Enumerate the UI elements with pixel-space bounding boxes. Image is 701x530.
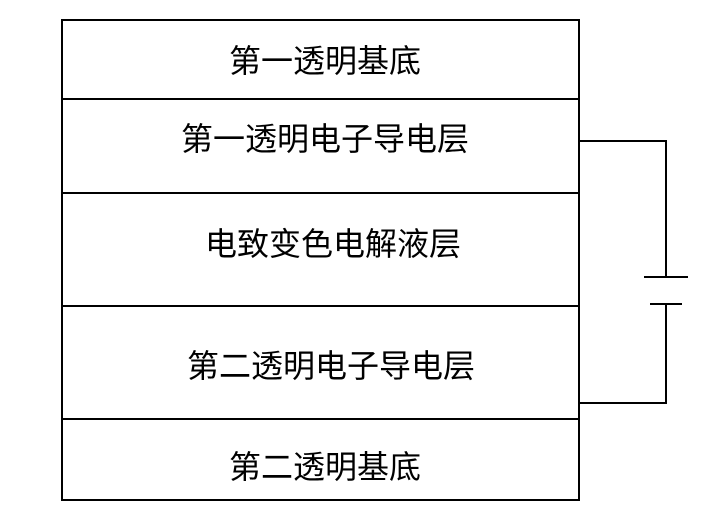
upper-wire xyxy=(579,140,667,277)
layer-electrochromic-electrolyte: 电致变色电解液层 xyxy=(61,192,580,307)
layer-first-transparent-substrate: 第一透明基底 xyxy=(61,19,580,100)
layer-second-transparent-substrate-label: 第二透明基底 xyxy=(229,448,421,486)
lower-wire xyxy=(579,304,667,404)
layer-first-transparent-conductive-box xyxy=(61,98,580,194)
layer-second-transparent-substrate-box xyxy=(61,418,580,501)
layer-second-transparent-conductive-label: 第二透明电子导电层 xyxy=(187,347,475,385)
layer-electrochromic-electrolyte-label: 电致变色电解液层 xyxy=(205,225,461,263)
layer-electrochromic-electrolyte-box xyxy=(61,192,580,307)
layer-second-transparent-conductive: 第二透明电子导电层 xyxy=(61,305,580,420)
external-circuit xyxy=(579,140,688,404)
layer-first-transparent-substrate-box xyxy=(61,19,580,100)
layer-second-transparent-substrate: 第二透明基底 xyxy=(61,418,580,501)
layer-first-transparent-substrate-label: 第一透明基底 xyxy=(229,42,421,80)
layer-stack: 第一透明基底 第一透明电子导电层 电致变色电解液层 第二透明电子导电层 第二透明… xyxy=(61,19,580,501)
layer-second-transparent-conductive-box xyxy=(61,305,580,420)
layer-first-transparent-conductive: 第一透明电子导电层 xyxy=(61,98,580,194)
layer-first-transparent-conductive-label: 第一透明电子导电层 xyxy=(181,120,469,158)
battery-icon xyxy=(644,276,688,305)
